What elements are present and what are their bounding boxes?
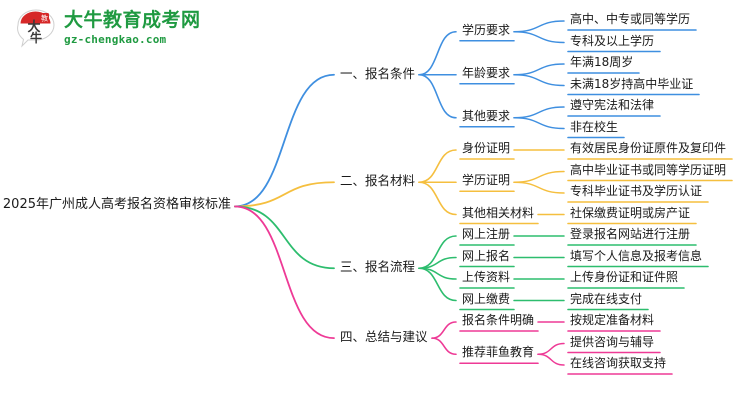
svg-text:大: 大 (27, 19, 40, 35)
connector (513, 170, 565, 183)
sub-branch-node[interactable]: 年龄要求 (462, 65, 511, 80)
root-node[interactable]: 2025年广州成人高考报名资格审核标准 (2, 197, 231, 213)
logo-subtitle: gz-chengkao.com (64, 33, 167, 46)
leaf-node[interactable]: 年满18周岁 (570, 55, 634, 69)
leaf-node[interactable]: 高中、中专或同等学历 (570, 12, 691, 26)
logo-text: 大牛教育成考网 gz-chengkao.com (64, 9, 201, 46)
leaf-node[interactable]: 完成在线支付 (570, 291, 643, 306)
connector (431, 321, 457, 339)
branch-node[interactable]: 二、报名材料 (340, 173, 416, 189)
connector (513, 106, 565, 119)
logo-title: 大牛教育成考网 (64, 9, 201, 31)
leaf-node[interactable]: 专科毕业证书及学历认证 (570, 184, 703, 198)
leaf-node[interactable]: 有效居民身份证原件及复印件 (570, 141, 727, 155)
connector (537, 353, 565, 366)
connector (513, 181, 565, 194)
leaf-node[interactable]: 上传身份证和证件照 (570, 270, 679, 284)
leaf-node[interactable]: 专科及以上学历 (570, 33, 655, 48)
sub-branch-node[interactable]: 学历证明 (462, 173, 511, 188)
connector (234, 205, 335, 340)
leaf-node[interactable]: 未满18岁持高中毕业证 (570, 76, 694, 91)
leaf-node[interactable]: 遵守宪法和法律 (570, 98, 655, 112)
branch-node[interactable]: 三、报名流程 (340, 259, 416, 275)
connector (418, 181, 457, 216)
sub-branch-node[interactable]: 网上报名 (462, 248, 511, 263)
leaf-node[interactable]: 非在校生 (570, 119, 619, 134)
sub-branch-node[interactable]: 其他要求 (462, 108, 511, 123)
svg-text:牛: 牛 (30, 30, 42, 45)
leaf-node[interactable]: 在线咨询获取支持 (570, 356, 667, 370)
connector (234, 73, 335, 208)
leaf-node[interactable]: 提供咨询与辅导 (570, 334, 655, 349)
sub-branch-node[interactable]: 网上注册 (462, 227, 511, 241)
leaf-node[interactable]: 填写个人信息及报考信息 (570, 248, 703, 263)
connector (418, 73, 457, 119)
leaf-node[interactable]: 高中毕业证书或同等学历证明 (570, 162, 727, 177)
leaf-node[interactable]: 社保缴费证明或房产证 (570, 205, 691, 220)
connector (537, 342, 565, 355)
connector (513, 63, 565, 76)
connector (418, 235, 457, 270)
site-logo[interactable]: 大 牛 教 大牛教育成考网 gz-chengkao.com (14, 6, 201, 50)
branch-node[interactable]: 四、总结与建议 (340, 329, 428, 345)
connector (234, 205, 335, 270)
sub-branch-node[interactable]: 报名条件明确 (462, 313, 535, 327)
connector (418, 267, 457, 302)
sub-branch-node[interactable]: 推荐菲鱼教育 (462, 345, 535, 360)
logo-mark-icon: 大 牛 教 (14, 6, 58, 50)
connector (418, 30, 457, 76)
sub-branch-node[interactable]: 上传资料 (462, 270, 511, 284)
sub-branch-node[interactable]: 学历要求 (462, 22, 511, 37)
sub-branch-node[interactable]: 其他相关材料 (462, 205, 535, 220)
leaf-node[interactable]: 按规定准备材料 (570, 313, 655, 327)
connector (418, 256, 457, 270)
sub-branch-node[interactable]: 身份证明 (462, 141, 511, 155)
connector (513, 20, 565, 33)
connector (234, 181, 335, 208)
branch-node[interactable]: 一、报名条件 (340, 65, 416, 81)
connector (513, 117, 565, 130)
connector (513, 31, 565, 44)
leaf-node[interactable]: 登录报名网站进行注册 (570, 227, 691, 241)
connector (431, 337, 457, 356)
connector (418, 149, 457, 184)
sub-branch-node[interactable]: 网上缴费 (462, 291, 511, 306)
svg-text:教: 教 (41, 14, 48, 23)
connector (418, 267, 457, 280)
connector (513, 74, 565, 87)
